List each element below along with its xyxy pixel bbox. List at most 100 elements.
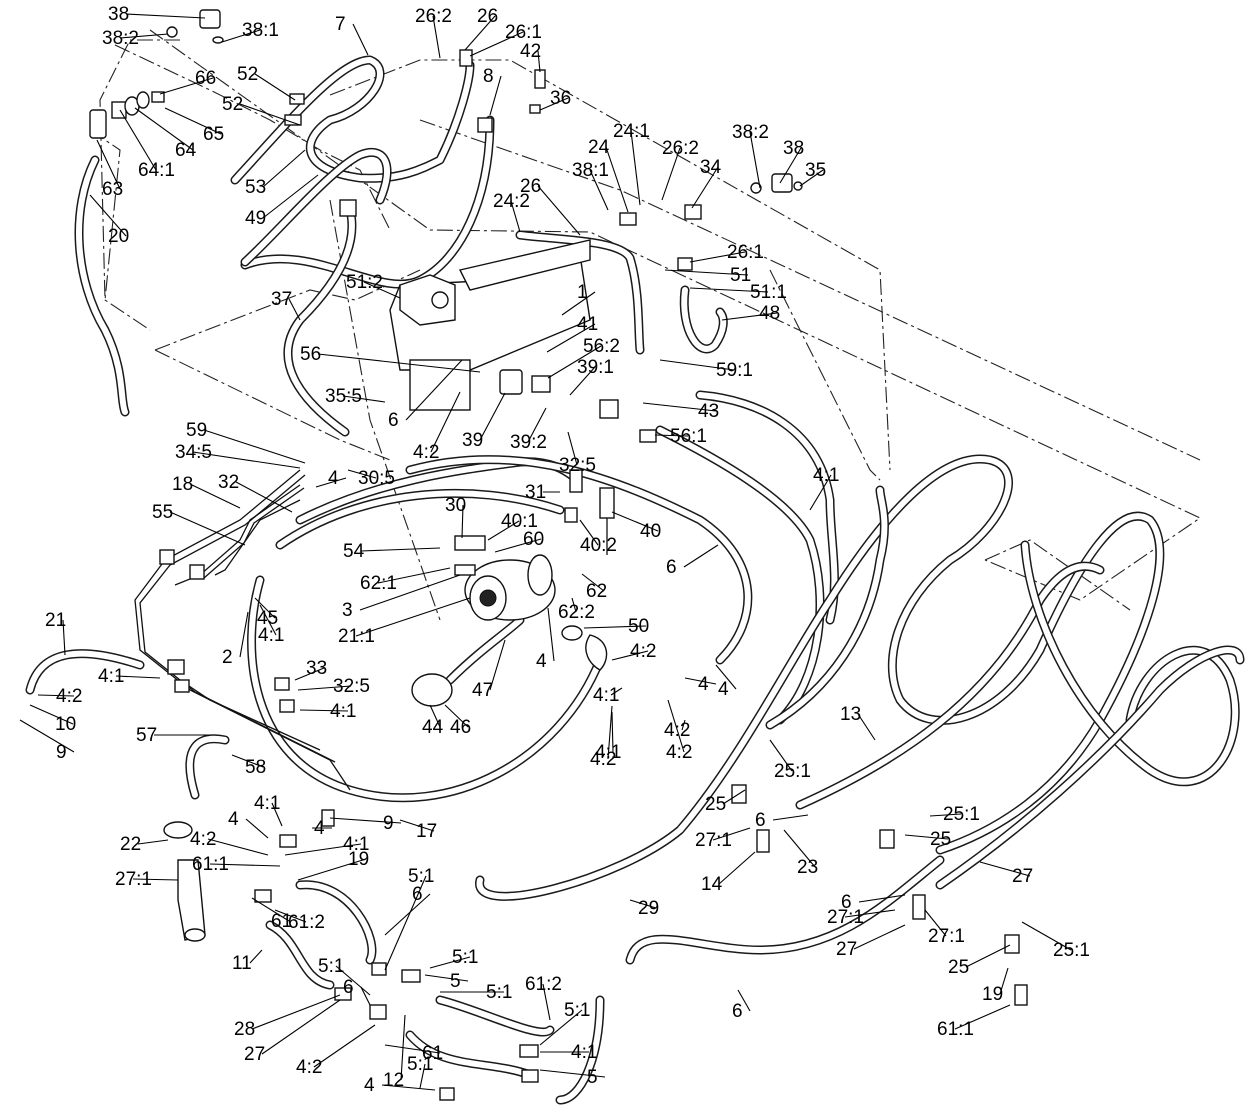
part-callout-label: 27:1 [695, 830, 732, 851]
part-callout-label: 27:1 [115, 869, 152, 890]
part-callout-label: 22 [120, 834, 141, 855]
part-callout-label: 5:1 [564, 1000, 590, 1021]
callout-leader [329, 817, 402, 824]
part-callout-label: 42 [520, 41, 541, 62]
callout-leader [547, 607, 555, 662]
part-callout-label: 33 [306, 658, 327, 679]
callout-leader [159, 77, 214, 95]
callout-leader [259, 604, 277, 636]
callout-leader [689, 287, 769, 293]
callout-leader [251, 994, 341, 1030]
callout-leader [209, 863, 281, 867]
part-callout-label: 65 [203, 124, 224, 145]
callout-leader [844, 909, 896, 918]
part-callout-label: 9 [56, 742, 67, 763]
callout-leader [424, 974, 469, 982]
part-callout-label: 4:2 [666, 742, 692, 763]
callout-leader [629, 899, 657, 909]
callout-leader [539, 1009, 583, 1046]
part-callout-label: 4:1 [98, 666, 124, 687]
callout-leader [207, 838, 269, 856]
callout-leader [245, 818, 269, 839]
callout-leader [254, 73, 296, 101]
callout-leader [537, 50, 541, 73]
callout-leader [251, 897, 290, 922]
callout-leader [654, 434, 689, 437]
callout-leader [192, 451, 301, 469]
callout-leader [384, 893, 431, 936]
callout-leader [659, 359, 735, 371]
part-callout-label: 6 [343, 977, 354, 998]
callout-leader [904, 834, 949, 840]
part-callout-label: 4 [718, 679, 729, 700]
callout-leader [315, 477, 347, 488]
callout-leader [429, 956, 471, 969]
part-callout-label: 26 [477, 6, 498, 27]
callout-leader [683, 544, 719, 568]
part-callout-label: 27 [244, 1044, 265, 1065]
part-callout-label: 39 [462, 430, 483, 451]
callout-leader [712, 827, 751, 841]
callout-leader [169, 511, 246, 546]
part-callout-label: 46 [450, 717, 471, 738]
elbow-38-top [166, 9, 224, 44]
callout-leader [494, 538, 542, 553]
part-callout-label: 43 [698, 401, 719, 422]
callout-leader [284, 843, 362, 856]
callout-leader [539, 97, 569, 111]
fittings-misc [159, 49, 1028, 1101]
part-callout-label: 4:2 [296, 1057, 322, 1078]
part-callout-label: 61:1 [937, 1019, 974, 1040]
part-callout-label: 6 [666, 557, 677, 578]
part-callout-label: 11 [232, 953, 252, 974]
callout-leader [461, 504, 464, 539]
callout-leader [115, 675, 161, 679]
callout-leader [271, 802, 283, 827]
callout-leader [384, 1044, 441, 1054]
part-callout-label: 36 [550, 88, 571, 109]
callout-leader [430, 391, 461, 453]
part-callout-label: 38:2 [732, 122, 769, 143]
part-callout-label: 25 [705, 794, 726, 815]
part-callout-label: 56:2 [583, 336, 620, 357]
callout-leader [691, 166, 719, 209]
callout-leader [809, 474, 832, 511]
part-callout-label: 31 [525, 482, 546, 503]
callout-leader [29, 704, 74, 725]
part-callout-label: 25 [948, 957, 969, 978]
part-callout-label: 32:5 [559, 455, 596, 476]
part-callout-label: 66 [195, 68, 216, 89]
callout-leader [235, 481, 293, 513]
callout-leader [254, 597, 276, 619]
callout-leader [487, 520, 520, 541]
callout-leader [313, 1024, 376, 1068]
callout-leader [89, 194, 127, 237]
callout-leader [429, 704, 441, 728]
pump-2 [464, 554, 556, 621]
part-callout-label: 62:1 [360, 573, 397, 594]
part-callout-label: 55 [152, 502, 173, 523]
part-callout-label: 35:5 [325, 386, 362, 407]
callout-leader [929, 813, 962, 817]
callout-leader [857, 713, 876, 741]
part-callout-label: 17 [416, 821, 437, 842]
hose-group [25, 55, 1245, 1105]
part-callout-label: 27 [1012, 866, 1033, 887]
callout-leader [546, 323, 596, 353]
part-callout-label: 6 [412, 884, 423, 905]
callout-leader [979, 861, 1031, 877]
part-callout-label: 19 [982, 984, 1003, 1005]
part-callout-label: 25:1 [774, 761, 811, 782]
part-callout-label: 4:1 [330, 701, 356, 722]
part-callout-label: 4 [364, 1075, 375, 1096]
part-callout-label: 39:1 [577, 357, 614, 378]
part-callout-label: 61:2 [525, 974, 562, 995]
part-callout-label: 4:1 [343, 834, 369, 855]
part-callout-label: 19 [348, 849, 369, 870]
part-callout-label: 48 [759, 303, 780, 324]
callout-leader [342, 395, 386, 403]
callout-leader [489, 639, 506, 691]
part-callout-label: 4:1 [254, 793, 280, 814]
part-callout-label: 24 [588, 137, 610, 158]
reducer-22-23 [163, 821, 206, 942]
